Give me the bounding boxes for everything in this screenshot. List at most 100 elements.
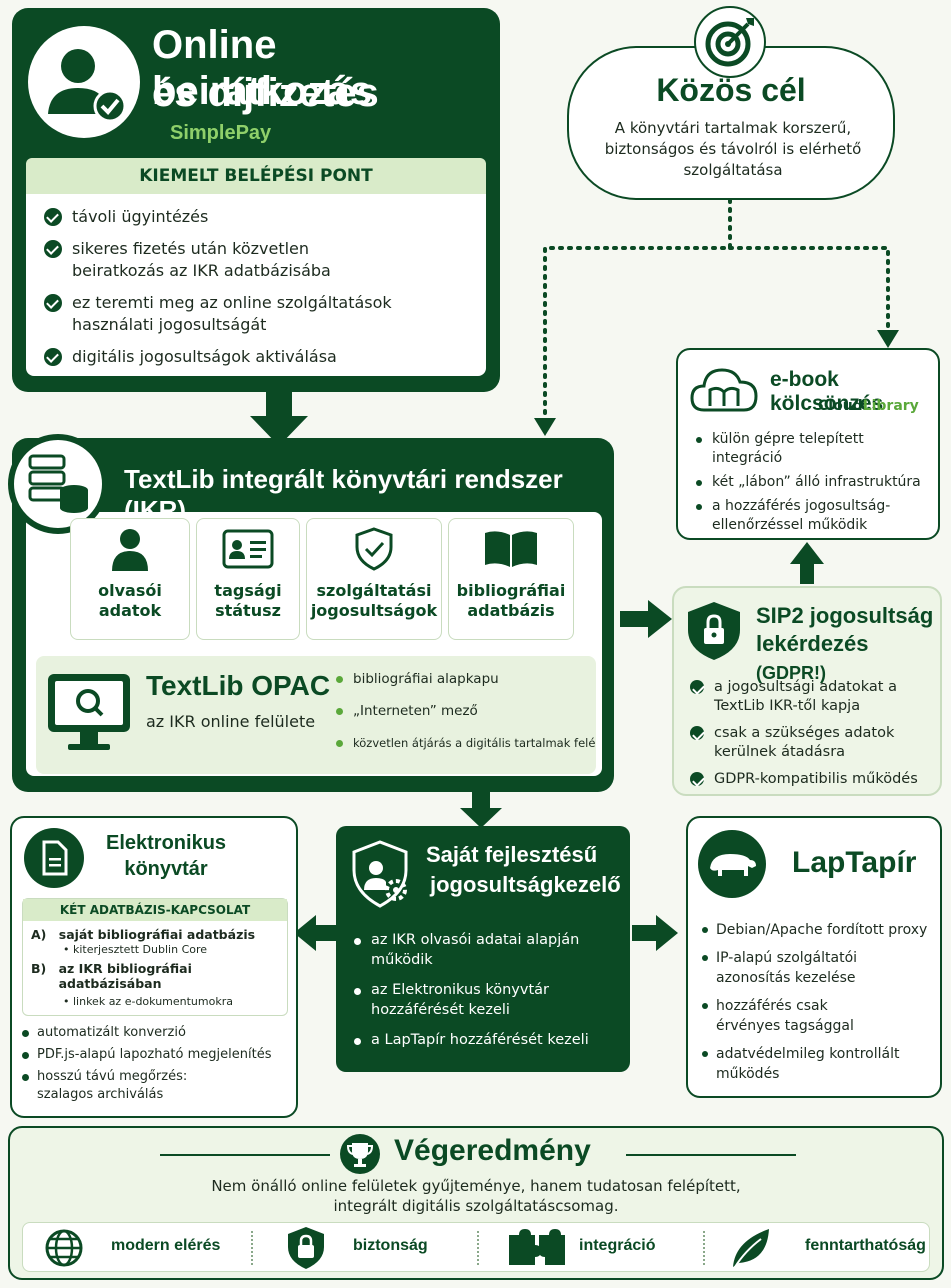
opac-panel: TextLib OPAC az IKR online felülete bibl… — [36, 656, 596, 774]
server-database-icon — [8, 434, 108, 534]
list-item: hosszú távú megőrzés: szalagos archiválá… — [22, 1068, 294, 1104]
feature-label: modern elérés — [111, 1237, 221, 1254]
target-icon — [694, 6, 766, 78]
list-item: PDF.js-alapú lapozható megjelenítés — [22, 1046, 294, 1064]
list-item: sikeres fizetés után közvetlen beiratkoz… — [44, 238, 470, 282]
goal-text: A könyvtári tartalmak korszerű, biztonsá… — [604, 119, 862, 179]
list-item: az Elektronikus könyvtár hozzáférését ke… — [354, 980, 624, 1020]
entry-point-card: KIEMELT BELÉPÉSI PONT távoli ügyintézés … — [26, 158, 486, 376]
entry-point-banner: KIEMELT BELÉPÉSI PONT — [26, 158, 486, 194]
list-item: adatvédelmileg kontrollált működés — [702, 1044, 938, 1084]
result-panel: Végeredmény Nem önálló online felületek … — [8, 1126, 944, 1280]
check-icon — [44, 348, 62, 366]
perm-list: az IKR olvasói adatai alapján működik az… — [354, 930, 624, 1050]
check-icon — [44, 208, 62, 226]
list-item: külön gépre telepített integráció — [696, 430, 932, 468]
db-connection-banner: KÉT ADATBÁZIS-KAPCSOLAT — [23, 899, 287, 921]
check-icon — [44, 240, 62, 258]
sip2-list: a jogosultsági adatokat a TextLib IKR-tő… — [690, 678, 938, 789]
feature-bar: modern elérés biztonság integráció fennt… — [22, 1222, 930, 1272]
opac-title: TextLib OPAC — [146, 670, 331, 701]
tapir-icon — [698, 830, 766, 898]
list-item: bibliográfiai alapkapu — [336, 670, 595, 688]
sip2-title: SIP2 jogosultság lekérdezés (GDPR!) — [756, 603, 934, 683]
list-item: távoli ügyintézés — [44, 206, 470, 228]
db-connection-box: KÉT ADATBÁZIS-KAPCSOLAT A) saját bibliog… — [22, 898, 288, 1016]
list-item: a jogosultsági adatokat a TextLib IKR-tő… — [690, 678, 938, 716]
puzzle-icon — [505, 1227, 567, 1269]
list-item: ez teremti meg az online szolgáltatások … — [44, 292, 470, 336]
check-icon — [690, 772, 704, 786]
feature-label: fenntarthatóság — [805, 1237, 926, 1254]
id-card-icon — [197, 519, 299, 573]
shield-lock-icon — [686, 600, 742, 662]
list-item: „Interneten” mező — [336, 702, 595, 720]
enrollment-panel: Online beiratkozás és díjfizetés SimpleP… — [12, 8, 500, 392]
feature-label: integráció — [579, 1237, 656, 1254]
ebook-title: e-book kölcsönzés — [770, 368, 884, 415]
cloudlibrary-brand: CloudLibrary — [818, 398, 919, 414]
ebook-lending-card: e-book kölcsönzés CloudLibrary külön gép… — [676, 348, 940, 540]
check-icon — [690, 680, 704, 694]
list-item: két „lábon” álló infrastruktúra — [696, 473, 932, 492]
user-icon — [71, 519, 189, 575]
check-icon — [44, 294, 62, 312]
enrollment-title-line1: Online beiratkozás — [152, 23, 373, 113]
result-text: Nem önálló online felületek gyűjteménye,… — [211, 1177, 741, 1215]
check-icon — [690, 726, 704, 740]
opac-list: bibliográfiai alapkapu „Interneten” mező… — [336, 670, 595, 752]
list-item: közvetlen átjárás a digitális tartalmak … — [336, 734, 595, 752]
goal-title: Közös cél — [656, 72, 806, 108]
list-item: csak a szükséges adatok kerülnek átadásr… — [690, 724, 938, 762]
feature-label: biztonság — [353, 1237, 428, 1254]
user-gear-icon — [350, 840, 416, 910]
ebook-list: külön gépre telepített integráció két „l… — [696, 430, 932, 535]
db-option-b: B) az IKR bibliográfiai adatbázisában — [31, 961, 192, 991]
enrollment-subtitle: SimplePay — [170, 122, 272, 144]
opac-subtitle: az IKR online felülete — [146, 712, 316, 731]
list-item: a LapTapír hozzáférését kezeli — [354, 1030, 624, 1050]
enrollment-title-line2: és díjfizetés — [152, 71, 379, 115]
shield-check-icon — [307, 519, 441, 575]
book-icon — [449, 519, 573, 573]
list-item: Debian/Apache fordított proxy — [702, 920, 938, 940]
globe-icon — [43, 1227, 85, 1269]
sip2-card: SIP2 jogosultság lekérdezés (GDPR!) a jo… — [672, 586, 942, 796]
db-option-b-sub: • linkek az e-dokumentumokra — [63, 995, 233, 1008]
list-item: automatizált konverzió — [22, 1024, 294, 1042]
laptapir-list: Debian/Apache fordított proxy IP-alapú s… — [702, 920, 938, 1084]
list-item: GDPR-kompatibilis működés — [690, 770, 938, 789]
list-item: digitális jogosultságok aktiválása — [44, 346, 470, 368]
list-item: hozzáférés csak érvényes tagsággal — [702, 996, 938, 1036]
laptapir-card: LapTapír Debian/Apache fordított proxy I… — [686, 816, 942, 1098]
db-option-a-sub: • kiterjesztett Dublin Core — [63, 943, 208, 956]
laptapir-title: LapTapír — [792, 846, 917, 879]
document-icon — [24, 828, 84, 888]
lock-icon — [285, 1225, 327, 1271]
list-item: az IKR olvasói adatai alapján működik — [354, 930, 624, 970]
leaf-icon — [729, 1227, 773, 1269]
list-item: IP-alapú szolgáltatói azonosítás kezelés… — [702, 948, 938, 988]
result-title: Végeredmény — [394, 1134, 591, 1167]
cloud-book-icon — [690, 362, 760, 418]
monitor-search-icon — [44, 670, 134, 760]
user-check-icon — [28, 26, 140, 138]
list-item: a hozzáférés jogosultság-ellenőrzéssel m… — [696, 497, 932, 535]
ikr-title: TextLib integrált könyvtári rendszer (IK… — [124, 464, 563, 525]
enrollment-list: távoli ügyintézés sikeres fizetés után k… — [26, 194, 486, 368]
elib-list: automatizált konverzió PDF.js-alapú lapo… — [22, 1024, 294, 1104]
db-option-a: A) saját bibliográfiai adatbázis — [31, 927, 256, 942]
